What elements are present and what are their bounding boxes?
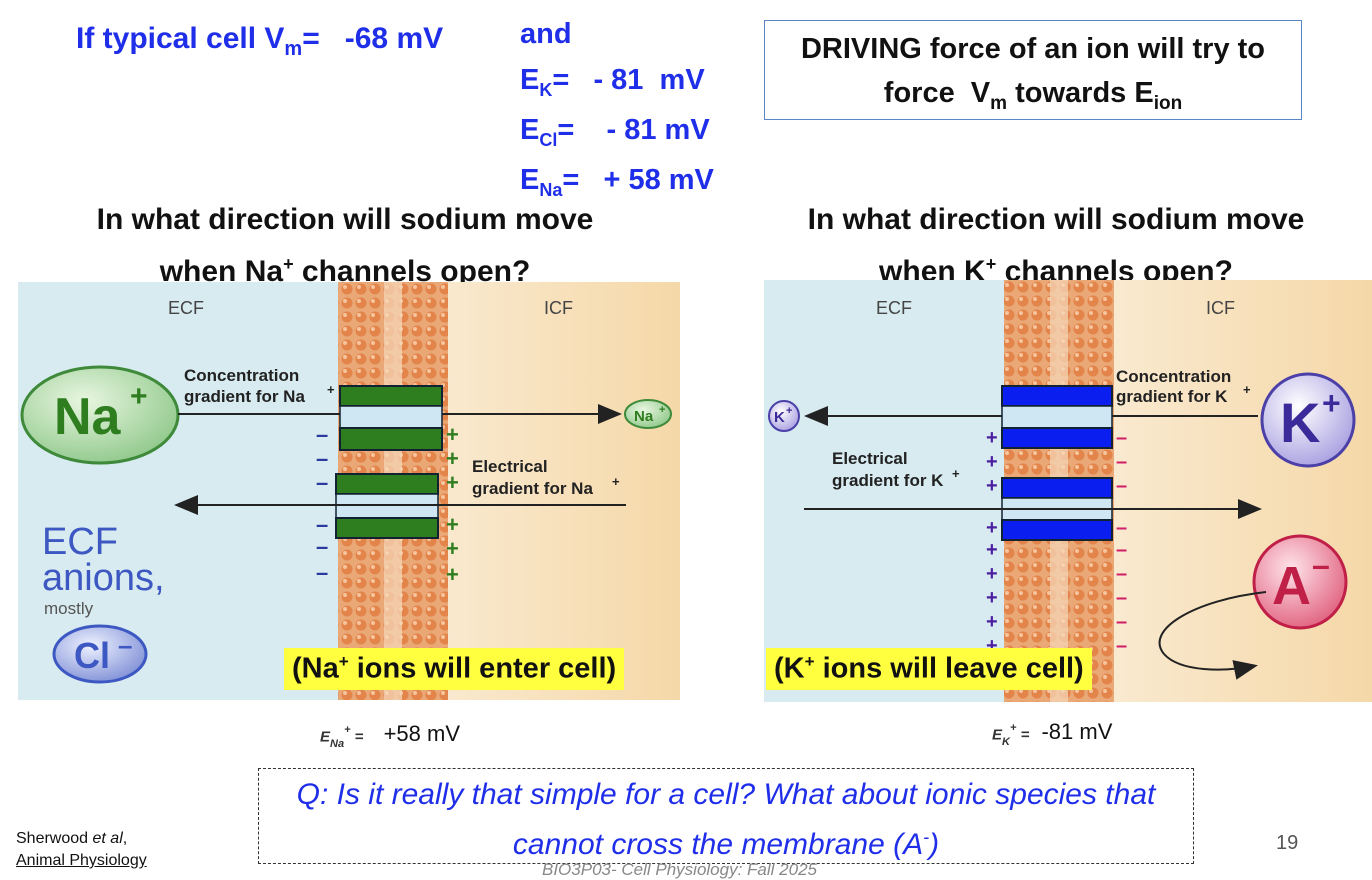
svg-text:Na: Na — [634, 408, 654, 425]
svg-text:+: + — [1243, 382, 1251, 397]
elec-gradient-label-2: gradient for K — [832, 471, 944, 490]
membrane-positive-charges: + + + + + + + + + — [986, 427, 998, 657]
and-label: and — [520, 18, 572, 51]
potassium-channel-2 — [1002, 478, 1112, 498]
svg-text:+: + — [986, 611, 998, 633]
svg-text:–: – — [1116, 635, 1127, 657]
svg-text:–: – — [1116, 475, 1127, 497]
svg-text:+: + — [986, 475, 998, 497]
svg-text:–: – — [1116, 539, 1127, 561]
svg-text:+: + — [446, 512, 459, 537]
svg-text:+: + — [986, 539, 998, 561]
bottom-question-line2: cannot cross the membrane (A-) — [259, 816, 1193, 866]
svg-text:–: – — [1116, 427, 1127, 449]
ecf-anions-label-3: mostly — [44, 599, 94, 618]
svg-text:+: + — [986, 517, 998, 539]
svg-text:+: + — [446, 562, 459, 587]
svg-text:+: + — [446, 446, 459, 471]
driving-force-line1: DRIVING force of an ion will try to — [765, 27, 1301, 71]
conc-gradient-label-2: gradient for Na — [184, 387, 305, 406]
svg-text:+: + — [986, 587, 998, 609]
svg-text:–: – — [1116, 517, 1127, 539]
sodium-ion-large-label: Na — [54, 388, 122, 446]
svg-text:+: + — [786, 405, 792, 417]
svg-text:–: – — [1116, 451, 1127, 473]
svg-text:+: + — [446, 422, 459, 447]
bottom-question-line1: Q: Is it really that simple for a cell? … — [259, 773, 1193, 816]
membrane-negative-charges: – – – – – – – – – — [1116, 427, 1127, 657]
svg-text:+: + — [659, 404, 665, 416]
sodium-channel-2 — [336, 474, 438, 494]
svg-text:+: + — [446, 536, 459, 561]
sodium-diagram: ECF ICF Na + Na + Concentration gradient… — [18, 282, 680, 700]
svg-text:+: + — [952, 466, 960, 481]
elec-gradient-label-1: Electrical — [832, 449, 908, 468]
svg-text:+: + — [446, 470, 459, 495]
ecf-label: ECF — [168, 298, 204, 318]
svg-text:–: – — [316, 446, 328, 471]
svg-text:+: + — [327, 382, 335, 397]
svg-text:–: – — [1116, 587, 1127, 609]
svg-text:+: + — [130, 380, 148, 413]
svg-text:–: – — [1116, 611, 1127, 633]
potassium-channel-1 — [1002, 386, 1112, 406]
svg-text:–: – — [316, 470, 328, 495]
svg-text:+: + — [986, 427, 998, 449]
potassium-diagram: ECF ICF K + K + Concentration gradient f… — [764, 280, 1372, 702]
svg-text:K: K — [774, 409, 785, 426]
ena-value: ENa= + 58 mV — [520, 164, 714, 201]
svg-text:–: – — [316, 560, 328, 585]
ecl-value: ECl= - 81 mV — [520, 114, 710, 151]
svg-text:–: – — [316, 534, 328, 559]
ecf-anions-label-2: anions, — [42, 557, 165, 599]
icf-label: ICF — [544, 298, 573, 318]
ek-value: EK= - 81 mV — [520, 64, 705, 101]
driving-force-box: DRIVING force of an ion will try to forc… — [764, 20, 1302, 120]
svg-text:Cl: Cl — [74, 635, 110, 676]
svg-text:+: + — [1322, 385, 1341, 421]
bottom-question-box: Q: Is it really that simple for a cell? … — [258, 768, 1194, 864]
course-footer: BIO3P03- Cell Physiology: Fall 2025 — [542, 860, 817, 880]
svg-text:+: + — [986, 563, 998, 585]
driving-force-line2: force Vm towards Eion — [765, 71, 1301, 126]
ena-formula: ENa+ = +58 mV — [320, 716, 460, 752]
potassium-diagram-svg: ECF ICF K + K + Concentration gradient f… — [764, 280, 1372, 702]
conc-gradient-label-1: Concentration — [184, 366, 299, 385]
svg-text:–: – — [1312, 547, 1330, 583]
elec-gradient-label-1: Electrical — [472, 457, 548, 476]
svg-text:+: + — [986, 451, 998, 473]
citation: Sherwood et al, Animal Physiology — [16, 828, 147, 872]
sodium-diagram-svg: ECF ICF Na + Na + Concentration gradient… — [18, 282, 680, 700]
conc-gradient-label-2: gradient for K — [1116, 387, 1228, 406]
svg-text:+: + — [612, 474, 620, 489]
ek-formula: EK+ = -81 mV — [992, 714, 1112, 750]
potassium-ion-large-label: K — [1280, 391, 1320, 454]
sodium-callout: (Na+ ions will enter cell) — [284, 648, 624, 690]
ecf-label: ECF — [876, 298, 912, 318]
potassium-callout: (K+ ions will leave cell) — [766, 648, 1092, 690]
elec-gradient-label-2: gradient for Na — [472, 479, 593, 498]
left-question: In what direction will sodium move when … — [40, 198, 650, 294]
resting-potential-label: If typical cell Vm= -68 mV — [76, 22, 443, 61]
ena-value-label: +58 mV — [384, 721, 460, 746]
conc-gradient-label-1: Concentration — [1116, 367, 1231, 386]
ek-value-label: -81 mV — [1041, 719, 1112, 744]
icf-label: ICF — [1206, 298, 1235, 318]
page-number: 19 — [1276, 832, 1298, 855]
svg-text:–: – — [316, 422, 328, 447]
ecf-region — [764, 280, 1014, 702]
sodium-channel-1 — [340, 386, 442, 406]
svg-text:–: – — [1116, 563, 1127, 585]
svg-text:–: – — [118, 630, 132, 660]
anion-large-label: A — [1272, 556, 1311, 616]
